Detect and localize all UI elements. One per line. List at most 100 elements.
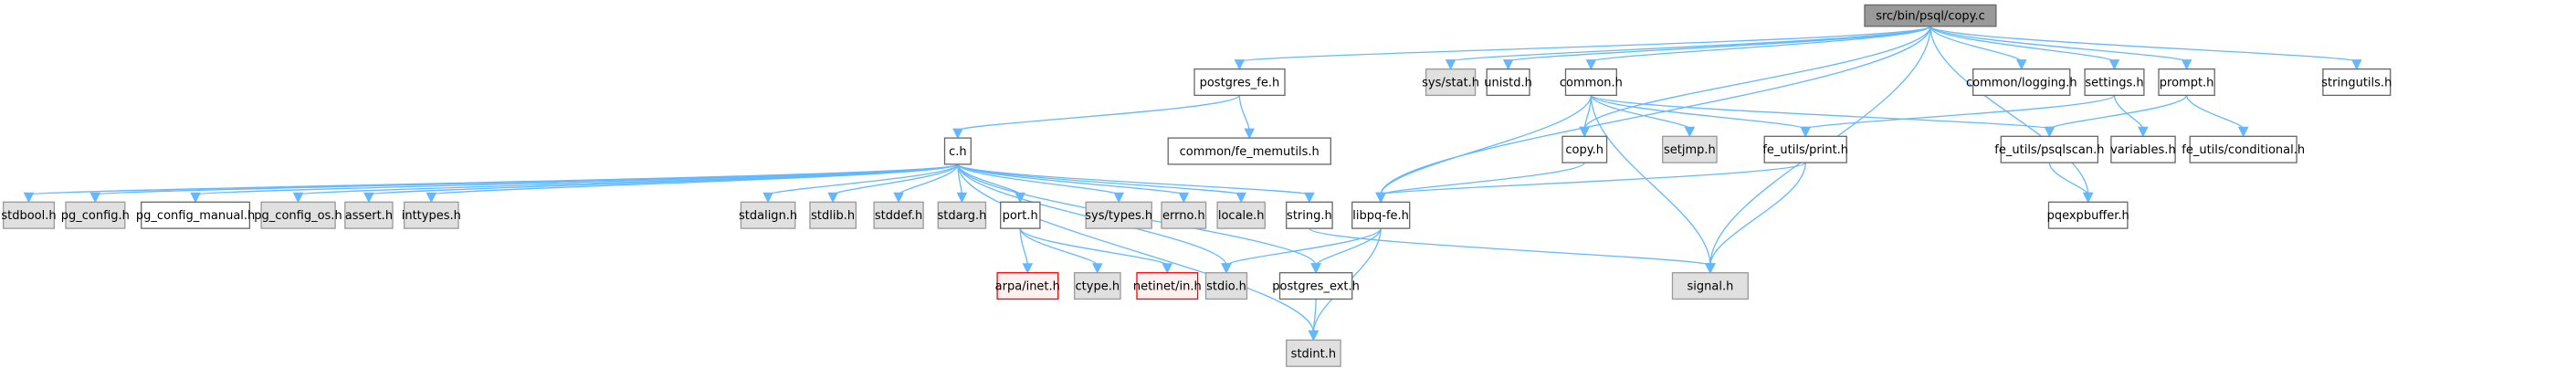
- node-label: inttypes.h: [402, 209, 461, 223]
- edge-c_h-to-string_h: [957, 163, 1310, 195]
- node-label: fe_utils/print.h: [1762, 143, 1848, 157]
- node-setjmp-h[interactable]: setjmp.h: [1662, 135, 1718, 163]
- arrowhead-icon: [1310, 263, 1321, 274]
- arrowhead-icon: [1800, 126, 1812, 138]
- node-libpq-fe-h[interactable]: libpq-fe.h: [1351, 201, 1411, 229]
- arrowhead-icon: [1178, 192, 1190, 204]
- node-stdarg-h[interactable]: stdarg.h: [937, 201, 986, 229]
- node-label: arpa/inet.h: [995, 280, 1060, 294]
- node-errno-h[interactable]: errno.h: [1161, 201, 1207, 229]
- node-box: [1286, 339, 1341, 367]
- node-label: stdarg.h: [937, 209, 986, 223]
- arrowhead-icon: [1308, 330, 1320, 342]
- edge-copy_h-to-libpq_fe_h: [1380, 162, 1585, 195]
- arrowhead-icon: [1445, 59, 1456, 70]
- node-postgres-ext-h[interactable]: postgres_ext.h: [1272, 272, 1360, 300]
- node-label: pg_config.h: [61, 209, 130, 223]
- node-box: [403, 201, 459, 229]
- arrowhead-icon: [426, 192, 437, 204]
- node-stddef-h[interactable]: stddef.h: [873, 201, 924, 229]
- node-common-fe-memutils-h[interactable]: common/fe_memutils.h: [1167, 137, 1331, 165]
- edge-copy_c-to-copy_h: [1583, 26, 1931, 130]
- node-fe-utils-conditional-h[interactable]: fe_utils/conditional.h: [2182, 135, 2305, 163]
- node-pg-config-manual-h[interactable]: pg_config_manual.h: [136, 201, 255, 229]
- node-label: common/fe_memutils.h: [1180, 145, 1320, 159]
- node-pqexpbuffer-h[interactable]: pqexpbuffer.h: [2047, 201, 2129, 229]
- node-stdint-h[interactable]: stdint.h: [1286, 339, 1341, 367]
- node-inttypes-h[interactable]: inttypes.h: [402, 201, 461, 229]
- node-string-h[interactable]: string.h: [1286, 201, 1333, 229]
- edge-common_h-to-fe_utils_print_h: [1590, 94, 1806, 130]
- node-box: [1864, 4, 1997, 27]
- node-label: netinet/in.h: [1133, 280, 1202, 294]
- node-assert-h[interactable]: assert.h: [344, 201, 394, 229]
- node-box: [260, 201, 336, 229]
- node-signal-h[interactable]: signal.h: [1671, 272, 1749, 300]
- arrowhead-icon: [190, 192, 201, 204]
- node-arpa-inet-h[interactable]: arpa/inet.h: [995, 272, 1060, 300]
- node-settings-h[interactable]: settings.h: [2084, 68, 2145, 97]
- node-label: setjmp.h: [1664, 143, 1716, 157]
- node-label: settings.h: [2085, 77, 2143, 90]
- node-box: [2, 201, 56, 229]
- node-common-logging-h[interactable]: common/logging.h: [1966, 68, 2077, 97]
- edge-port_h-to-netinet_in_h: [1019, 227, 1168, 267]
- node-pg-config-h[interactable]: pg_config.h: [61, 201, 130, 229]
- edge-c_h-to-sys_types_h: [957, 163, 1120, 195]
- arrowhead-icon: [1113, 192, 1125, 204]
- edge-copy_c-to-stringutils_h: [1929, 26, 2358, 63]
- edge-copy_c-to-common_logging_h: [1929, 26, 2023, 63]
- node-box: [1486, 68, 1530, 97]
- node-copy-h[interactable]: copy.h: [1561, 135, 1608, 163]
- arrowhead-icon: [1091, 263, 1103, 274]
- node-box: [873, 201, 924, 229]
- arrowhead-icon: [1579, 126, 1591, 138]
- node-unistd-h[interactable]: unistd.h: [1484, 68, 1532, 97]
- node-label: unistd.h: [1484, 77, 1532, 90]
- node-box: [1671, 272, 1749, 300]
- node-locale-h[interactable]: locale.h: [1216, 201, 1266, 229]
- node-stdio-h[interactable]: stdio.h: [1204, 272, 1248, 300]
- arrowhead-icon: [2044, 126, 2056, 138]
- node-ctype-h[interactable]: ctype.h: [1073, 272, 1121, 300]
- arrowhead-icon: [2082, 192, 2094, 204]
- edge-prompt_h-to-fe_utils_psqlscan_h: [2048, 94, 2188, 130]
- arrowhead-icon: [1502, 59, 1514, 70]
- node-fe-utils-print-h[interactable]: fe_utils/print.h: [1762, 135, 1848, 163]
- node-fe-utils-psqlscan-h[interactable]: fe_utils/psqlscan.h: [1994, 135, 2104, 163]
- node-sys-stat-h[interactable]: sys/stat.h: [1422, 68, 1479, 97]
- node-stringutils-h[interactable]: stringutils.h: [2321, 68, 2392, 97]
- node-label: locale.h: [1218, 209, 1265, 223]
- node-label: sys/stat.h: [1422, 77, 1479, 90]
- node-port-h[interactable]: port.h: [1000, 201, 1041, 229]
- node-box: [1216, 201, 1266, 229]
- node-label: pg_config_manual.h: [136, 209, 255, 223]
- node-box: [1763, 135, 1847, 163]
- node-common-h[interactable]: common.h: [1560, 68, 1623, 97]
- node-stdbool-h[interactable]: stdbool.h: [1, 201, 57, 229]
- node-pg-config-os-h[interactable]: pg_config_os.h: [254, 201, 342, 229]
- edge-common_h-to-setjmp_h: [1590, 95, 1691, 130]
- node-label: postgres_ext.h: [1272, 280, 1360, 294]
- arrowhead-icon: [1585, 59, 1597, 70]
- node-stdalign-h[interactable]: stdalign.h: [739, 201, 797, 229]
- node-label: copy.h: [1565, 143, 1603, 157]
- edge-common_h-to-libpq_fe_h: [1380, 95, 1593, 195]
- node-stdlib-h[interactable]: stdlib.h: [809, 201, 857, 229]
- node-postgres-fe-h[interactable]: postgres_fe.h: [1193, 68, 1286, 97]
- node-box: [65, 201, 126, 229]
- node-netinet-in-h[interactable]: netinet/in.h: [1133, 272, 1202, 300]
- node-c-h[interactable]: c.h: [943, 137, 972, 165]
- node-sys-types-h[interactable]: sys/types.h: [1085, 201, 1152, 229]
- node-box: [1073, 272, 1121, 300]
- arrowhead-icon: [2108, 59, 2120, 70]
- node-variables-h[interactable]: variables.h: [2110, 135, 2176, 163]
- arrowhead-icon: [2350, 59, 2362, 70]
- node-copy-c[interactable]: src/bin/psql/copy.c: [1864, 4, 1997, 27]
- node-box: [1564, 68, 1617, 97]
- node-prompt-h[interactable]: prompt.h: [2158, 68, 2215, 97]
- node-box: [1351, 201, 1411, 229]
- edge-copy_c-to-pqexpbuffer_h: [1929, 26, 2089, 195]
- node-label: stdalign.h: [739, 209, 797, 223]
